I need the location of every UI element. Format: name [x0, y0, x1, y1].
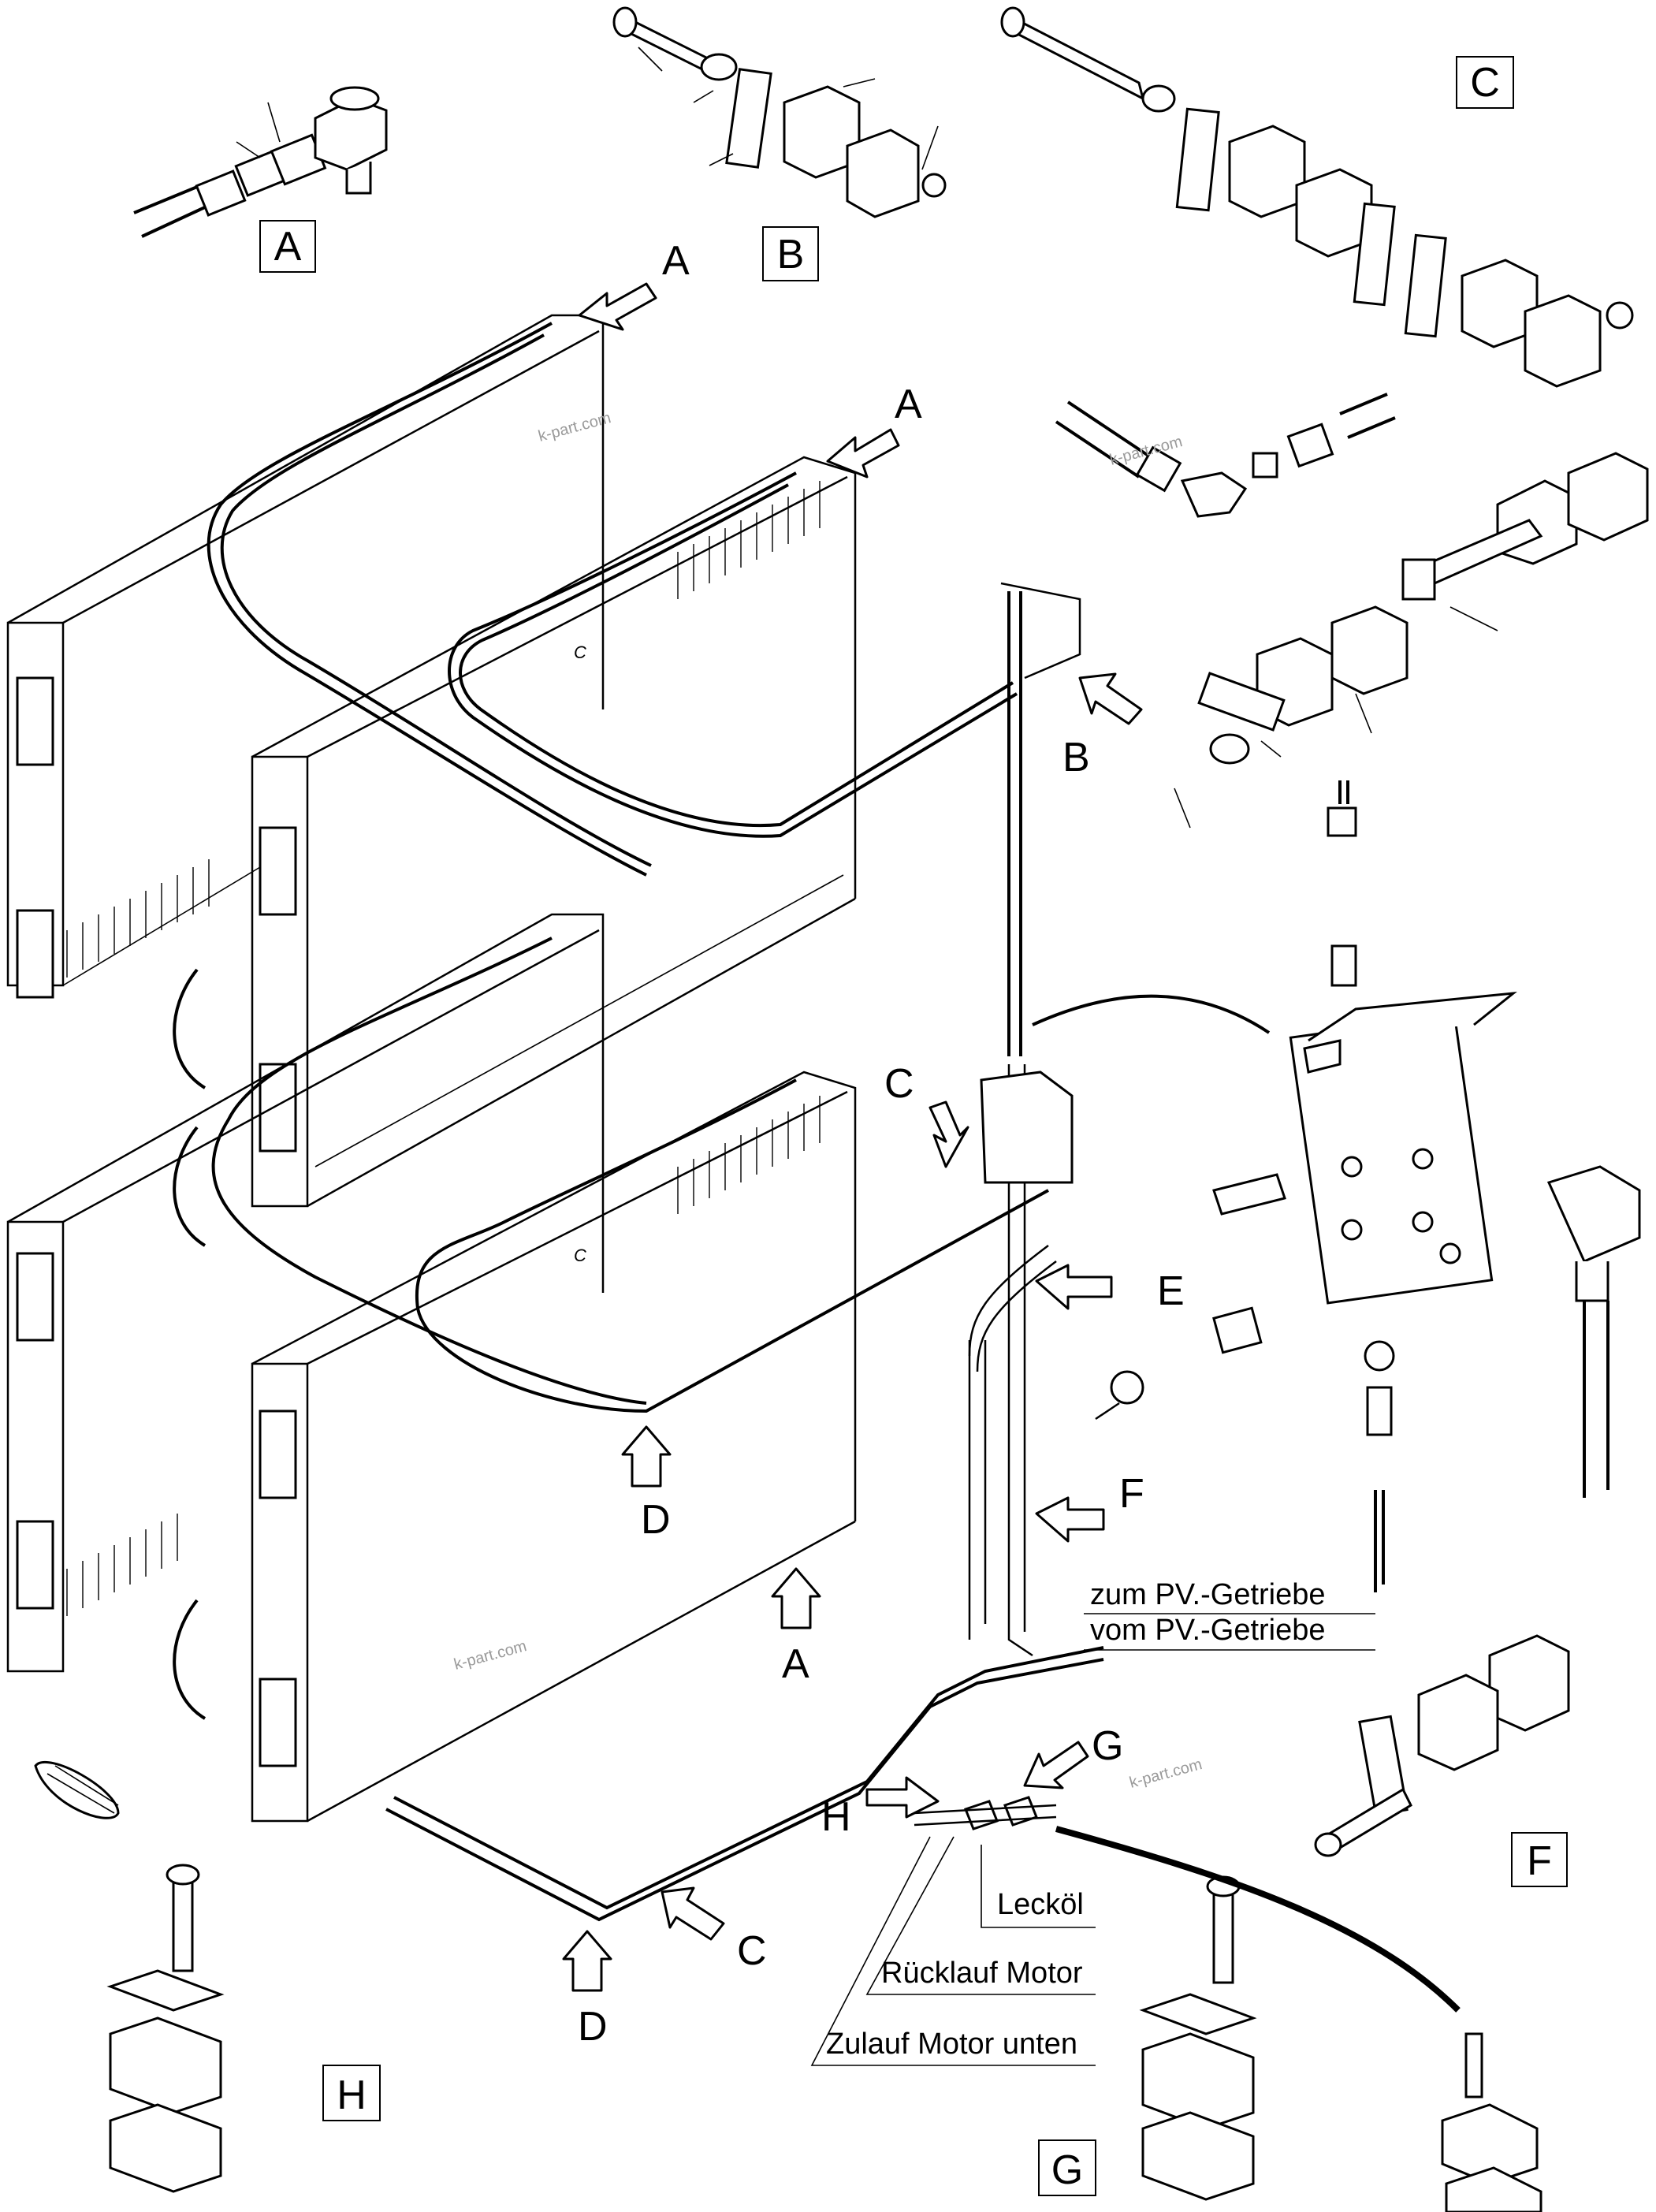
callout-f-bottom: F	[1527, 1838, 1552, 1884]
detail-g-clamp: G	[914, 1796, 1542, 2212]
callout-a-3: A	[782, 1641, 809, 1687]
watermark-3: k-part.com	[452, 1637, 529, 1674]
detail-a-fitting	[133, 86, 388, 238]
indicator-arrows	[562, 282, 1143, 1992]
distribution-block	[980, 780, 1641, 1592]
watermark-1: k-part.com	[537, 409, 613, 445]
hydraulic-hoses	[173, 322, 1104, 1922]
watermark-4: k-part.com	[1128, 1756, 1204, 1792]
arrow-a-1	[578, 282, 657, 331]
cooler-mark-1: C	[574, 642, 586, 662]
callout-h-bottom: H	[337, 2072, 367, 2118]
arrow-c-2	[661, 1886, 725, 1941]
cooler-lower-back	[6, 913, 605, 1673]
arrow-e	[1035, 1264, 1113, 1310]
detail-f-clamp: F	[1314, 1634, 1570, 1887]
line-labels: zum PV.-Getriebe vom PV.-Getriebe Lecköl…	[826, 1578, 1326, 2061]
callout-a-1: A	[662, 238, 690, 284]
callout-box-b-top: B	[762, 226, 819, 281]
label-leckoel: Lecköl	[997, 1888, 1084, 1921]
arrow-d-1	[621, 1425, 672, 1488]
arrow-a-3	[771, 1567, 821, 1629]
detail-c-clamp-stack: C	[1000, 6, 1634, 388]
label-zulauf-motor-unten: Zulauf Motor unten	[826, 2028, 1077, 2061]
callout-c-top: C	[1470, 60, 1500, 106]
label-vom-pv-getriebe: vom PV.-Getriebe	[1090, 1614, 1326, 1647]
arrow-f	[1035, 1496, 1105, 1543]
detail-b-pipe-fitting	[1055, 393, 1649, 829]
cooler-fin-hatching	[66, 481, 821, 1616]
cooler-upper-front	[251, 456, 857, 1208]
arrow-c-1	[928, 1100, 969, 1168]
arrow-d-2	[562, 1930, 612, 1992]
detail-h-clamp: H	[34, 1760, 381, 2193]
callout-b-top: B	[777, 232, 805, 277]
callout-e-drawing: E	[1157, 1268, 1185, 1314]
label-leader-lines	[810, 1613, 1375, 2066]
callout-d-2: D	[578, 2004, 608, 2050]
callout-c-drawing-2: C	[737, 1928, 767, 1974]
cooler-lower-front	[251, 1071, 857, 1823]
arrow-b	[1078, 672, 1143, 725]
cooler-upper-back	[6, 314, 605, 999]
callout-g-drawing: G	[1092, 1723, 1123, 1769]
label-zum-pv-getriebe: zum PV.-Getriebe	[1090, 1578, 1326, 1611]
callout-g-bottom: G	[1051, 2147, 1083, 2193]
callout-f-drawing: F	[1119, 1471, 1144, 1517]
arrow-a-2	[826, 428, 900, 479]
arrow-h	[865, 1776, 940, 1819]
detail-b-clamp	[612, 6, 947, 218]
callout-d-1: D	[641, 1497, 671, 1543]
callout-h-drawing: H	[821, 1794, 851, 1840]
callout-a-top: A	[274, 224, 302, 270]
callout-b-drawing: B	[1062, 735, 1090, 780]
arrow-g	[1023, 1741, 1089, 1789]
cooler-mark-2: C	[574, 1246, 586, 1265]
callout-box-a-top: A	[259, 220, 316, 273]
drawing-callouts: A A B C E D F A G H C D	[578, 238, 1185, 2050]
callout-c-drawing: C	[884, 1061, 914, 1107]
label-ruecklauf-motor: Rücklauf Motor	[881, 1957, 1083, 1990]
callout-a-2: A	[895, 382, 922, 427]
